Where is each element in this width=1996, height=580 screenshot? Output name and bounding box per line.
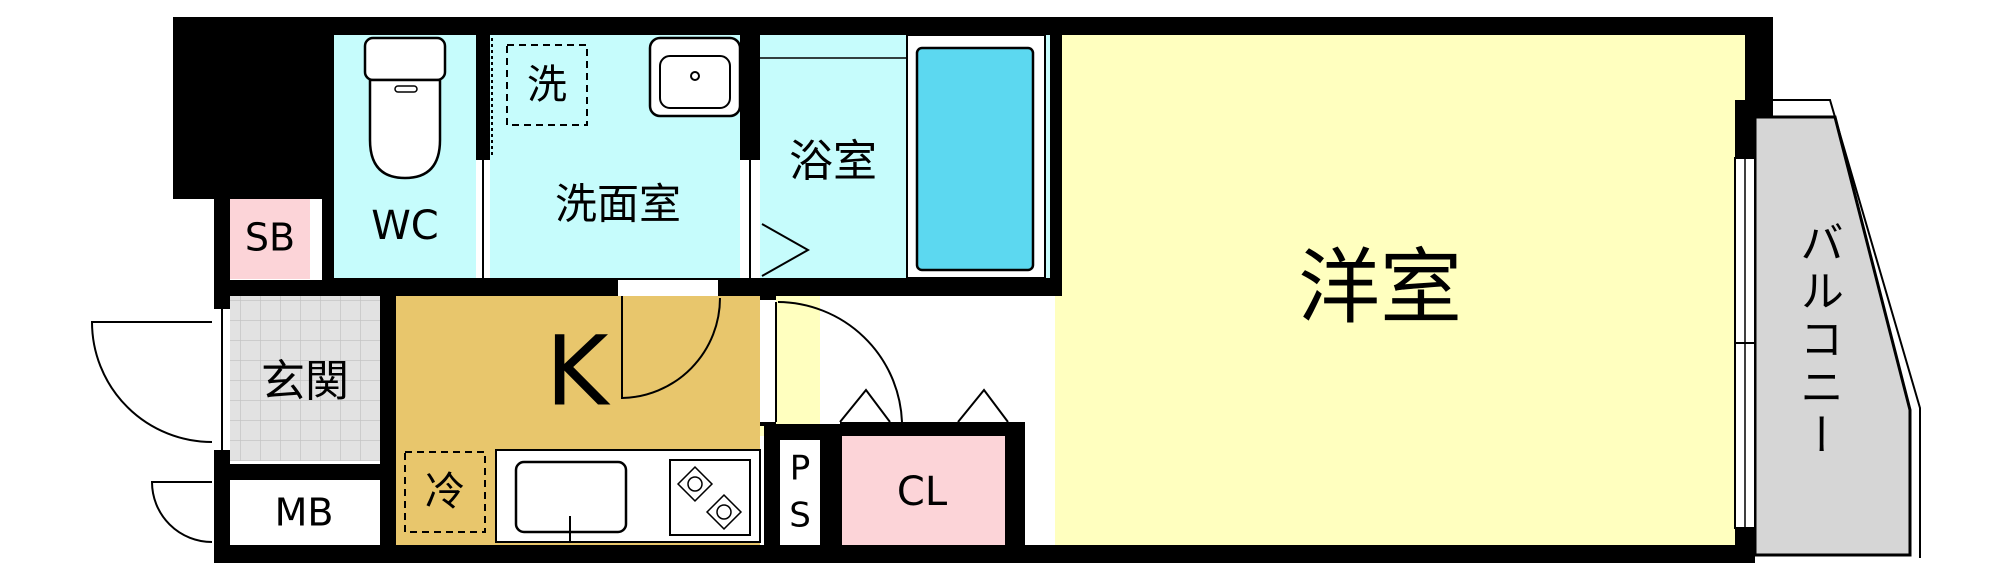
wash-basin [648,36,742,118]
western-room-floor [1055,35,1745,545]
wall-wet-left [322,35,334,285]
pipe-space-label-s: S [789,496,811,536]
wall-right [1735,100,1755,158]
closet-door-left [839,388,891,423]
kitchen-label: K [546,315,611,427]
wall-right-lower [1735,528,1755,563]
western-room-label: 洋室 [1298,240,1462,335]
entrance-floor [230,296,380,461]
wall-ps-top [764,424,842,440]
balcony-label: バルコニー [1792,220,1843,460]
wall-entrance-kitchen [380,296,396,546]
wall-sb-bottom [214,280,324,296]
outer-wall-top [173,17,1773,35]
closet-door-right [957,388,1009,423]
shoe-box-label: SB [245,216,295,260]
balcony-railing [1768,99,1921,558]
room-door-swing [777,301,903,423]
washroom-label: 洗面室 [555,180,681,229]
wall-bath-right [1050,35,1062,296]
wall-closet-right [1005,422,1025,550]
bath-door-swing [761,223,811,277]
meter-box-floor [230,480,378,545]
fridge-label: 冷 [425,469,465,515]
wall-bottom [214,545,1754,563]
entrance-door-swing [90,321,213,443]
entrance-label: 玄関 [261,356,349,407]
closet-floor [840,436,1015,545]
closet-label: CL [897,469,948,515]
washer-space [506,44,588,126]
pipe-space-floor [780,440,820,545]
fridge-space [404,451,486,533]
toilet [363,36,447,180]
wc-label: WC [371,203,438,249]
bathtub [906,34,1046,279]
kitchen-door-swing [621,296,721,400]
bath-label: 浴室 [789,136,877,187]
outer-wall-left-block [173,17,333,199]
wall-ps-left [764,424,780,550]
washer-label: 洗 [527,62,567,108]
shoe-box-floor [230,199,310,279]
wall-wc-wash [476,35,490,160]
meter-box-label: MB [275,491,334,535]
wall-ps-right [820,424,842,550]
pipe-space-label-p: P [790,449,811,489]
wall-wash-bath [740,35,760,160]
room-door-opening [760,300,776,422]
kitchen-counter [495,449,761,543]
kitchen-door-opening [618,280,718,296]
wall-mb-top [214,464,384,480]
meter-box-door-swing [150,481,213,543]
